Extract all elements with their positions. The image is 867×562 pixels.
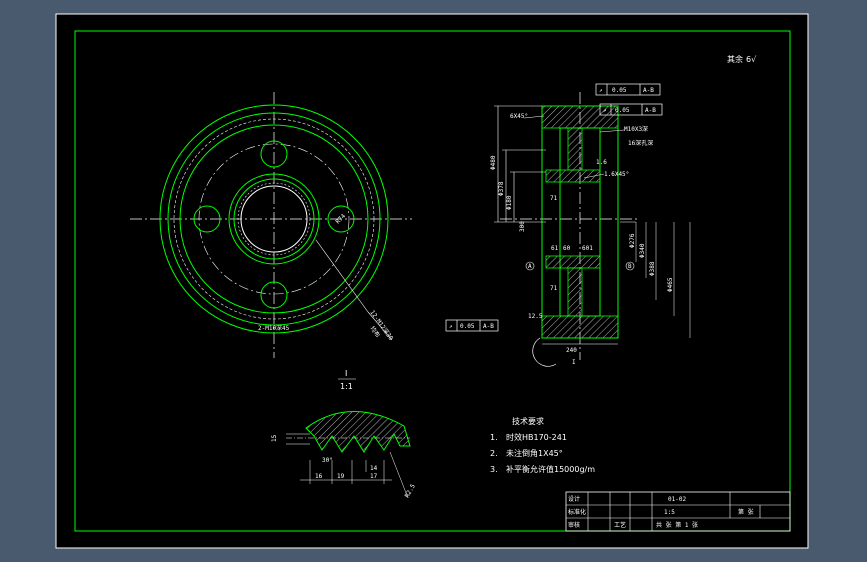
note-2-num: 2.: [490, 449, 498, 458]
dim-61: 61: [551, 245, 559, 252]
bore: [240, 185, 308, 253]
detail-view: I 1:1 15 30° 16 19 14 17 R2.5: [271, 369, 417, 499]
datum-a: A: [528, 263, 532, 270]
notes-title: 技术要求: [512, 416, 544, 426]
hole-top: [260, 140, 288, 168]
thread-note-2: 16深孔深: [628, 139, 653, 147]
roughness-note: 其余: [727, 54, 743, 64]
section-detail-circle: [532, 337, 557, 367]
dim-h1: Φ276: [629, 233, 636, 248]
tb-review: 审核: [568, 521, 580, 529]
dim-phi480: Φ480: [490, 155, 497, 170]
detail-profile: [305, 411, 411, 453]
hatch-hub-top: [545, 169, 601, 183]
dim-h4: Φ465: [667, 277, 674, 292]
chamfer-mid: 1.6X45°: [604, 171, 629, 178]
hatch-bottom: [541, 315, 619, 339]
thread-note-1: M10X3深: [624, 125, 648, 133]
outer-rim: [159, 104, 389, 334]
dim-h3: Φ388: [649, 261, 656, 276]
hub-thread: [237, 182, 311, 256]
tol-frame-3: [445, 319, 499, 332]
detail-label: I: [345, 369, 347, 378]
callout-leader-2: [367, 311, 393, 341]
note-1-text: 时效HB170-241: [506, 432, 567, 442]
dim-71-top: 71: [550, 195, 558, 202]
rim-thread: [173, 118, 375, 320]
dim-phi180: Φ180: [506, 195, 513, 210]
tol-1-datum: A-B: [643, 87, 654, 94]
tb-sheet: 第 张: [738, 508, 754, 516]
dim-phi378: Φ378: [498, 181, 505, 196]
detail-dim-14: 14: [370, 465, 378, 472]
tol-2-symbol: ↗: [603, 107, 607, 114]
section-view: I ↗ 0.05 A-B ↗ 0.05 A-B ↗ 0.05 A-B Φ480 …: [445, 83, 691, 367]
detail-dim-17: 17: [370, 473, 378, 480]
rim-3: [179, 124, 369, 314]
dim-300: 300: [519, 221, 526, 232]
tb-scale: 1:5: [664, 509, 675, 516]
bolt-circle: [198, 143, 350, 295]
dim-71-bot: 71: [550, 285, 558, 292]
tol-1-symbol: ↗: [599, 87, 603, 94]
dim-240: 240: [566, 347, 577, 354]
hole-callout: 2-M10深45: [258, 324, 290, 332]
tol-frame-1: [595, 83, 661, 96]
callout-leader: [315, 239, 369, 313]
detail-dim-19: 19: [337, 473, 345, 480]
tb-bottom: 共 张 第 1 张: [656, 521, 698, 529]
tb-process: 工艺: [614, 521, 626, 529]
note-2-text: 未注倒角1X45°: [506, 448, 563, 458]
drawing-frame: [74, 30, 791, 532]
roughness-mid: 1.6: [596, 159, 607, 166]
section-mark: I: [572, 359, 576, 366]
roughness-value: 6√: [746, 55, 757, 64]
dim-60: 60: [563, 245, 571, 252]
technical-notes: 技术要求 1. 时效HB170-241 2. 未注倒角1X45° 3. 补平衡允…: [490, 416, 595, 474]
datum-b-marker: [625, 261, 635, 271]
note-3-text: 补平衡允许值15000g/m: [506, 464, 595, 474]
note-1-num: 1.: [490, 433, 498, 442]
drawing-sheet: [56, 14, 808, 548]
detail-dim-16: 16: [315, 473, 323, 480]
tol-3-datum: A-B: [483, 323, 494, 330]
tol-3-symbol: ↗: [449, 323, 453, 330]
hatch-hub-bottom: [545, 255, 601, 269]
note-3-num: 3.: [490, 465, 498, 474]
detail-dim-30: 30°: [322, 457, 333, 464]
roughness-bot: 12.5: [528, 313, 543, 320]
hatch-web-bottom: [567, 267, 583, 317]
dim-601: 601: [582, 245, 593, 252]
hub-outer: [228, 173, 320, 265]
hub-2: [233, 178, 315, 260]
title-block: 设计 标准化 审核 工艺 01-02 1:5 第 张 共 张 第 1 张: [565, 491, 791, 532]
hole-bottom: [260, 281, 288, 309]
hatch-web-top: [567, 127, 583, 171]
tb-part-no: 01-02: [668, 496, 686, 503]
detail-scale: 1:1: [340, 382, 353, 391]
datum-b: B: [628, 263, 632, 270]
tol-3-value: 0.05: [460, 323, 475, 330]
tol-2-value: 0.05: [615, 107, 630, 114]
detail-dim-15: 15: [271, 434, 278, 442]
tol-frame-2: [599, 103, 663, 116]
tb-design: 设计: [568, 495, 580, 503]
tol-2-datum: A-B: [645, 107, 656, 114]
tb-standard: 标准化: [568, 508, 586, 516]
sheet-border: [55, 13, 809, 549]
dim-h2: Φ340: [639, 243, 646, 258]
tol-1-value: 0.05: [612, 87, 627, 94]
hole-left: [193, 205, 221, 233]
datum-a-marker: [525, 261, 535, 271]
hole-right: [327, 205, 355, 233]
chamfer-top: 6X45°: [510, 113, 528, 120]
rim-2: [167, 112, 381, 326]
